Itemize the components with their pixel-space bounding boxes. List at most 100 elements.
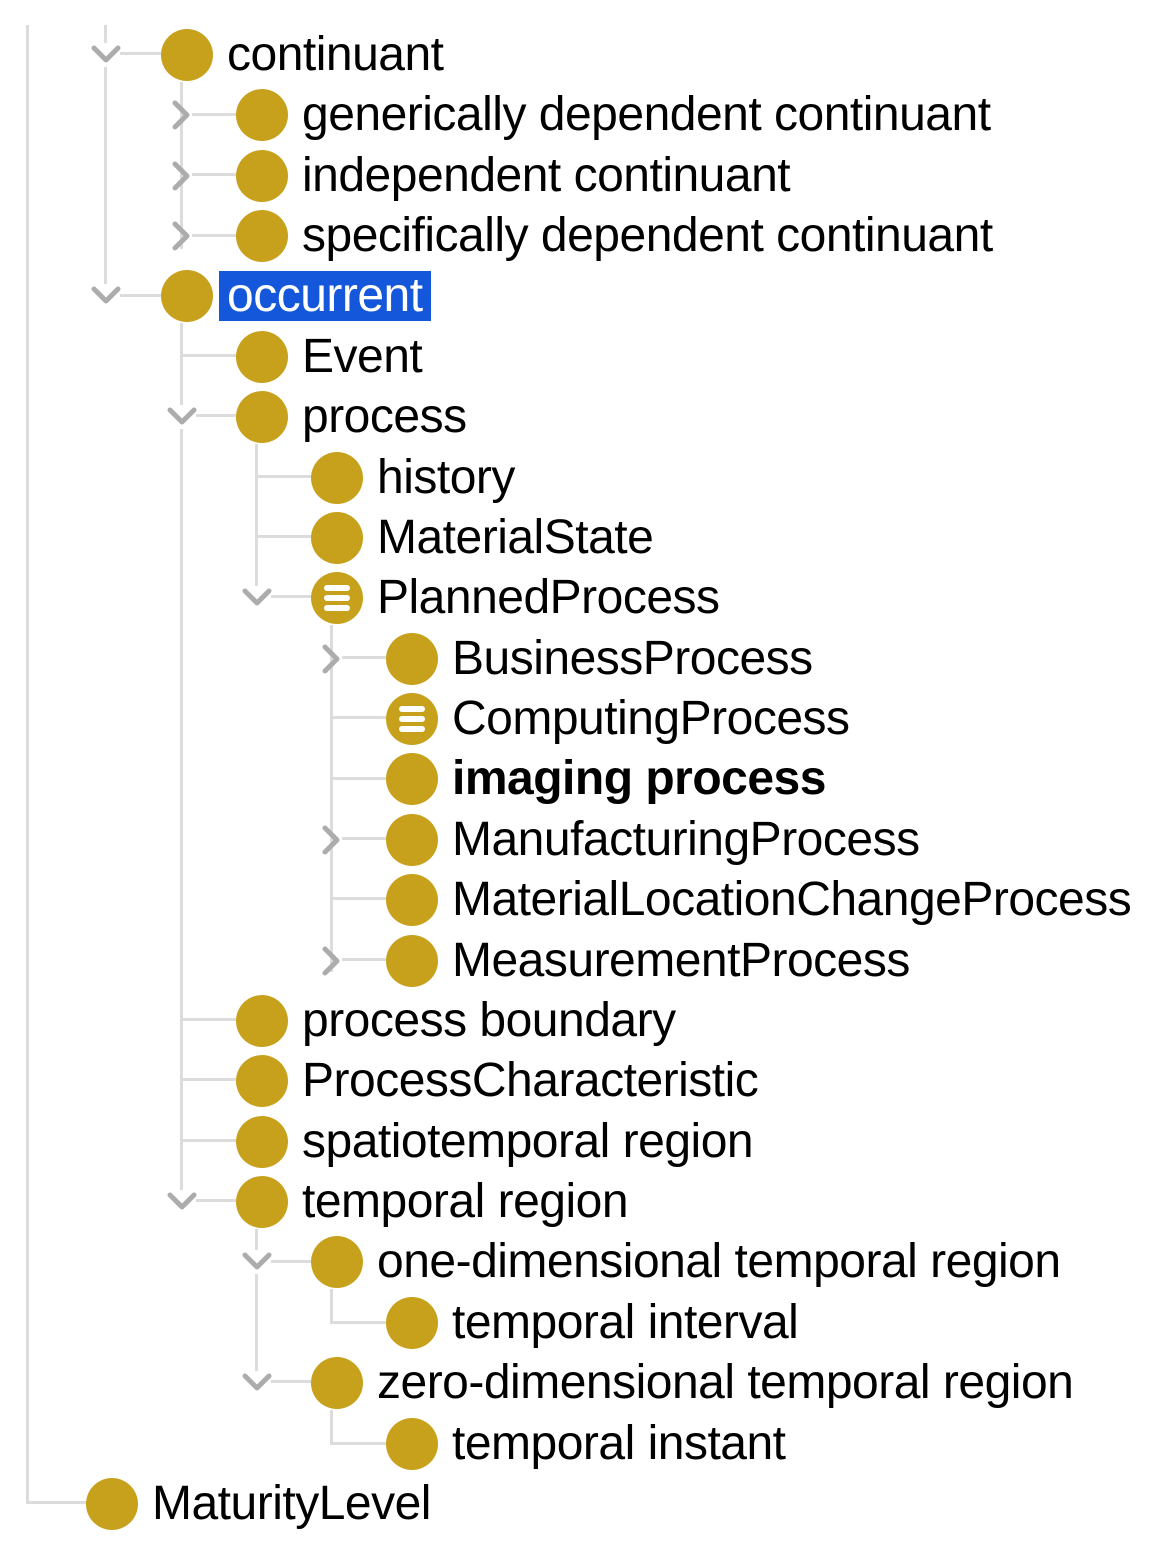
tree-node[interactable]: Event: [0, 327, 1150, 387]
tree-node-label[interactable]: PlannedProcess: [377, 571, 720, 624]
tree-node-label[interactable]: specifically dependent continuant: [302, 209, 993, 262]
tree-node-label[interactable]: occurrent: [219, 271, 431, 321]
tree-connector: [180, 1078, 236, 1081]
tree-node[interactable]: spatiotemporal region: [0, 1112, 1150, 1172]
class-icon[interactable]: [386, 814, 438, 866]
tree-node-label[interactable]: process boundary: [302, 994, 676, 1047]
tree-node[interactable]: specifically dependent continuant: [0, 206, 1150, 266]
tree-guide-line: [255, 1274, 258, 1371]
class-icon[interactable]: [386, 1418, 438, 1470]
tree-connector: [180, 354, 236, 357]
tree-guide-line: [104, 25, 107, 43]
chevron-right-icon[interactable]: [321, 643, 343, 680]
tree-node-label[interactable]: ManufacturingProcess: [452, 813, 920, 866]
tree-node[interactable]: generically dependent continuant: [0, 85, 1150, 145]
class-icon[interactable]: [386, 935, 438, 987]
tree-guide-line: [330, 1289, 333, 1324]
tree-node[interactable]: PlannedProcess: [0, 568, 1150, 628]
tree-node-label[interactable]: continuant: [227, 28, 444, 81]
tree-node[interactable]: temporal region: [0, 1172, 1150, 1232]
tree-node-label[interactable]: ComputingProcess: [452, 692, 850, 745]
tree-node[interactable]: one-dimensional temporal region: [0, 1232, 1150, 1292]
tree-node[interactable]: ManufacturingProcess: [0, 810, 1150, 870]
tree-connector: [192, 234, 236, 237]
tree-node[interactable]: ComputingProcess: [0, 689, 1150, 749]
tree-guide-line: [180, 323, 183, 405]
tree-node-label[interactable]: temporal region: [302, 1175, 629, 1228]
class-icon[interactable]: [236, 1176, 288, 1228]
tree-node-label[interactable]: MaturityLevel: [152, 1477, 431, 1530]
chevron-down-icon[interactable]: [166, 1191, 198, 1218]
defined-class-icon[interactable]: [311, 572, 363, 624]
class-icon[interactable]: [311, 1236, 363, 1288]
tree-node-label[interactable]: BusinessProcess: [452, 632, 813, 685]
chevron-down-icon[interactable]: [90, 285, 122, 312]
tree-node[interactable]: imaging process: [0, 749, 1150, 809]
tree-node[interactable]: MaturityLevel: [0, 1474, 1150, 1534]
tree-node[interactable]: MaterialState: [0, 508, 1150, 568]
tree-node[interactable]: process boundary: [0, 991, 1150, 1051]
class-icon[interactable]: [161, 29, 213, 81]
class-icon[interactable]: [86, 1478, 138, 1530]
class-icon[interactable]: [386, 753, 438, 805]
tree-node-label[interactable]: history: [377, 451, 515, 504]
class-icon[interactable]: [386, 874, 438, 926]
class-icon[interactable]: [236, 89, 288, 141]
chevron-down-icon[interactable]: [241, 1251, 273, 1278]
class-icon[interactable]: [236, 331, 288, 383]
chevron-right-icon[interactable]: [171, 99, 193, 136]
tree-node-label[interactable]: MeasurementProcess: [452, 934, 910, 987]
tree-node-label[interactable]: spatiotemporal region: [302, 1115, 754, 1168]
tree-node-label[interactable]: MaterialState: [377, 511, 654, 564]
tree-node[interactable]: BusinessProcess: [0, 629, 1150, 689]
class-icon[interactable]: [236, 210, 288, 262]
chevron-down-icon[interactable]: [241, 1372, 273, 1399]
tree-node-label[interactable]: generically dependent continuant: [302, 88, 991, 141]
class-icon[interactable]: [236, 150, 288, 202]
tree-node-label[interactable]: MaterialLocationChangeProcess: [452, 873, 1132, 926]
class-icon[interactable]: [236, 1116, 288, 1168]
tree-node-selected[interactable]: occurrent: [0, 266, 1150, 326]
tree-guide-line: [180, 429, 183, 1190]
tree-node-label[interactable]: process: [302, 390, 467, 443]
chevron-down-icon[interactable]: [90, 44, 122, 71]
tree-node-label[interactable]: zero-dimensional temporal region: [377, 1356, 1074, 1409]
chevron-down-icon[interactable]: [166, 406, 198, 433]
tree-node[interactable]: independent continuant: [0, 146, 1150, 206]
tree-node-label[interactable]: imaging process: [452, 752, 826, 805]
tree-node-label[interactable]: temporal instant: [452, 1417, 786, 1470]
tree-node[interactable]: process: [0, 387, 1150, 447]
class-icon[interactable]: [236, 995, 288, 1047]
defined-class-icon[interactable]: [386, 693, 438, 745]
class-icon[interactable]: [161, 270, 213, 322]
class-icon[interactable]: [311, 452, 363, 504]
class-icon[interactable]: [236, 391, 288, 443]
tree-node-label[interactable]: Event: [302, 330, 423, 383]
tree-node-label[interactable]: one-dimensional temporal region: [377, 1235, 1061, 1288]
class-icon[interactable]: [311, 512, 363, 564]
tree-node-label[interactable]: ProcessCharacteristic: [302, 1054, 759, 1107]
tree-node[interactable]: zero-dimensional temporal region: [0, 1353, 1150, 1413]
tree-node[interactable]: temporal instant: [0, 1414, 1150, 1474]
class-icon[interactable]: [311, 1357, 363, 1409]
tree-node-label[interactable]: independent continuant: [302, 149, 791, 202]
tree-connector: [271, 1260, 311, 1263]
chevron-right-icon[interactable]: [321, 945, 343, 982]
tree-guide-line: [104, 67, 107, 284]
tree-node[interactable]: MeasurementProcess: [0, 931, 1150, 991]
chevron-right-icon[interactable]: [321, 824, 343, 861]
tree-node[interactable]: history: [0, 448, 1150, 508]
tree-node[interactable]: ProcessCharacteristic: [0, 1051, 1150, 1111]
tree-node[interactable]: MaterialLocationChangeProcess: [0, 870, 1150, 930]
tree-connector: [255, 475, 311, 478]
tree-node[interactable]: temporal interval: [0, 1293, 1150, 1353]
class-icon[interactable]: [386, 1297, 438, 1349]
chevron-down-icon[interactable]: [241, 587, 273, 614]
class-icon[interactable]: [236, 1055, 288, 1107]
tree-node-label[interactable]: temporal interval: [452, 1296, 799, 1349]
chevron-right-icon[interactable]: [171, 160, 193, 197]
class-icon[interactable]: [386, 633, 438, 685]
chevron-right-icon[interactable]: [171, 220, 193, 257]
tree-node[interactable]: continuant: [0, 25, 1150, 85]
